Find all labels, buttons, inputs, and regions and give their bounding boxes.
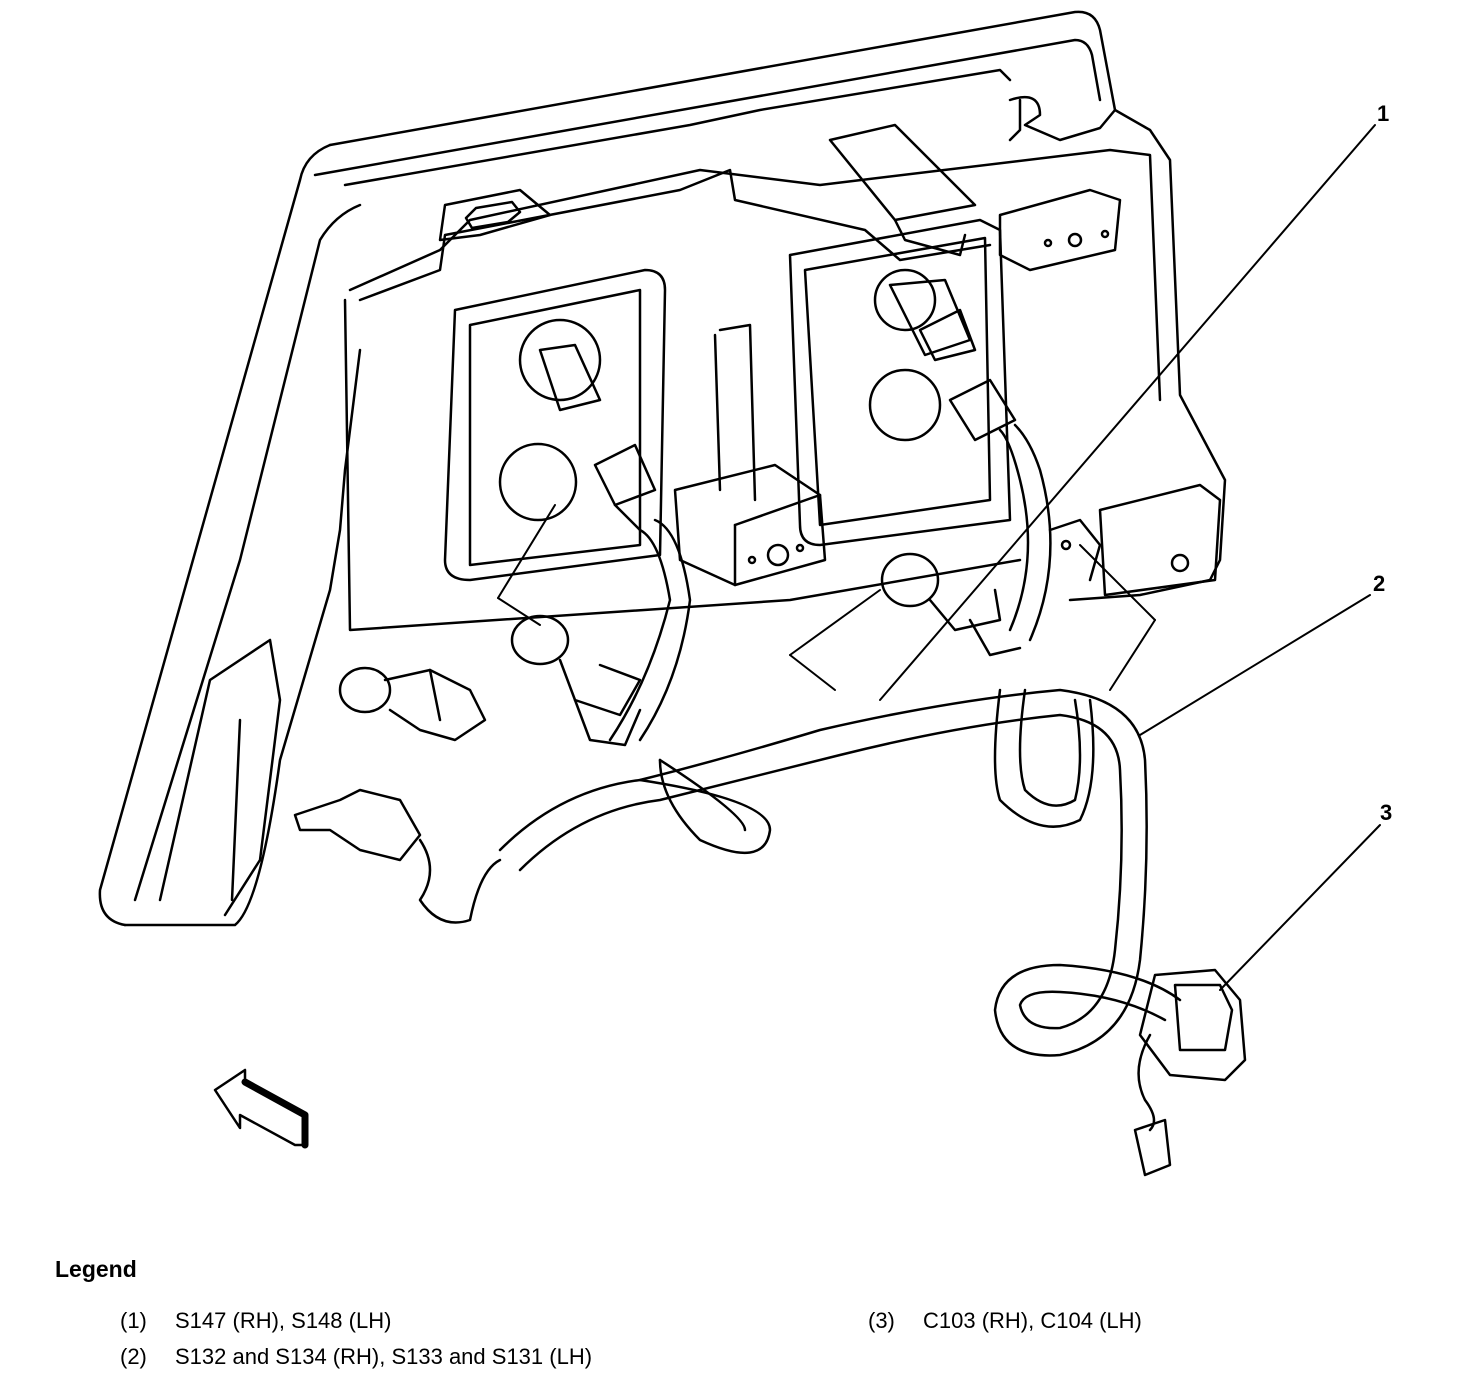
legend-title: Legend — [55, 1256, 137, 1282]
back-panel — [343, 123, 1222, 632]
legend-item-text: C103 (RH), C104 (LH) — [923, 1308, 1142, 1333]
wiring-harness — [418, 423, 1182, 1057]
leader-lines — [497, 124, 1381, 991]
leader-line-3 — [1219, 824, 1381, 991]
view-direction-arrow — [213, 1068, 309, 1149]
legend: Legend (1) S147 (RH), S148 (LH) (2) S132 a… — [55, 1256, 1435, 1376]
legend-item-1: (1) S147 (RH), S148 (LH) — [120, 1308, 391, 1334]
leader-line-2 — [1139, 594, 1371, 736]
lamp-housing — [98, 10, 1227, 927]
callout-number-1: 1 — [1377, 101, 1390, 126]
harness-connector — [1133, 968, 1247, 1177]
callout-number-3: 3 — [1380, 800, 1393, 825]
legend-item-number: (1) — [120, 1308, 147, 1333]
callout-number-2: 2 — [1373, 571, 1386, 596]
legend-item-2: (2) S132 and S134 (RH), S133 and S131 (LH… — [120, 1344, 592, 1370]
right-socket-window — [788, 218, 1012, 547]
left-socket-window — [443, 268, 667, 582]
tail-lamp-harness-diagram — [98, 10, 1381, 1177]
bulbs-and-sockets — [293, 308, 1022, 862]
center-bracket — [673, 323, 827, 587]
legend-item-text: S132 and S134 (RH), S133 and S131 (LH) — [175, 1344, 593, 1369]
leader-line-1 — [879, 124, 1376, 701]
legend-item-text: S147 (RH), S148 (LH) — [175, 1308, 392, 1333]
legend-item-3: (3) C103 (RH), C104 (LH) — [868, 1308, 1142, 1334]
legend-item-number: (2) — [120, 1344, 147, 1369]
legend-item-number: (3) — [868, 1308, 895, 1333]
